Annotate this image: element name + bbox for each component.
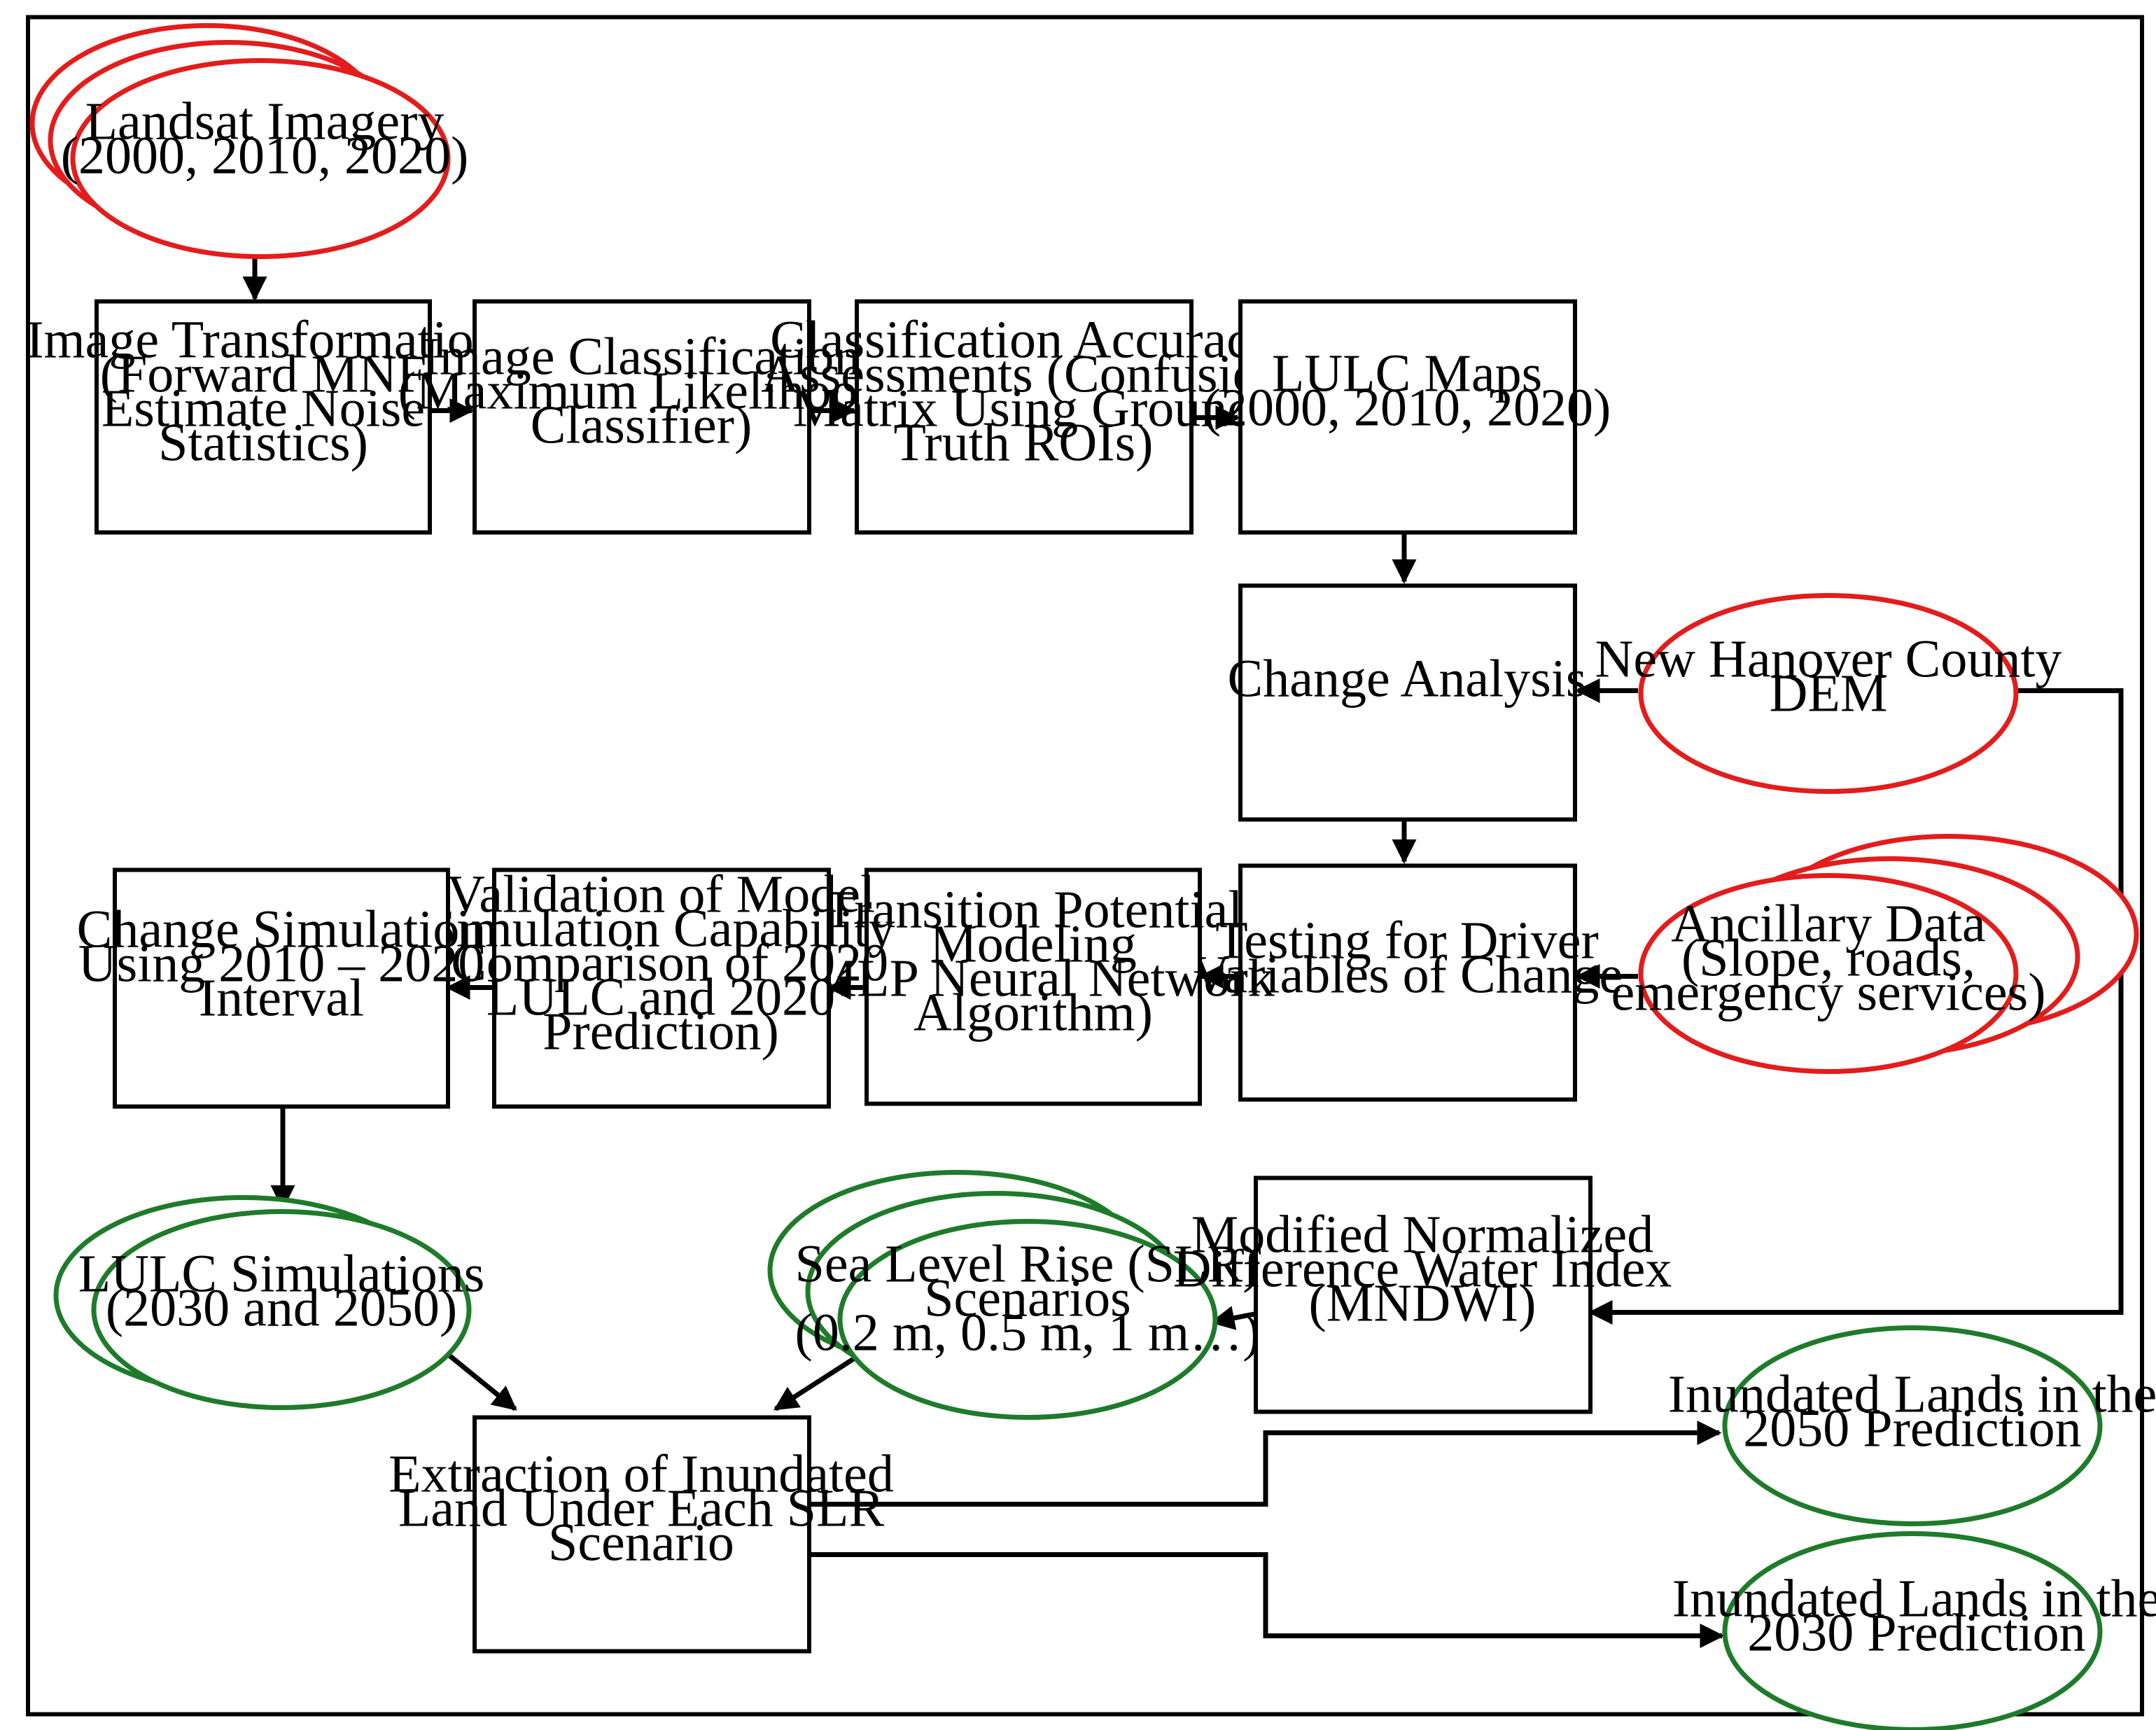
dem-line: DEM xyxy=(1770,664,1888,723)
dem-line: New Hanover County xyxy=(1595,630,2062,689)
image-classification-line: Classifier) xyxy=(531,396,752,455)
accuracy-assessment-line: Matrix Using Ground xyxy=(793,379,1254,438)
image-transformation-line: (Forward MNF xyxy=(100,345,427,404)
change-simulation-line: Interval xyxy=(199,969,364,1028)
validation-line: Prediction) xyxy=(542,1003,779,1061)
ancillary-line: Ancillary Data xyxy=(1671,895,1985,954)
image-classification-line: (Maximum Likelihood xyxy=(398,362,884,421)
image-transformation-line: Statistics) xyxy=(158,414,368,473)
landsat-line: (2000, 2010, 2020) xyxy=(61,127,469,186)
lulc-maps-line: LULC Maps xyxy=(1272,344,1542,403)
mndwi-line: Difference Water Index xyxy=(1173,1240,1672,1299)
mndwi-line: (MNDWI) xyxy=(1308,1274,1536,1333)
ancillary-line: (Slope, roads, xyxy=(1681,929,1975,988)
arrow-dem-to-mndwi xyxy=(1588,688,2124,1325)
arrow-extraction-to-inundated-2050 xyxy=(809,1421,1722,1507)
slr-scenarios-line: Sea Level Rise (SLR) xyxy=(795,1235,1261,1294)
change-simulation-line: Change Simulation xyxy=(77,900,486,959)
ancillary-data-label: Ancillary Data(Slope, roads,emergency se… xyxy=(1611,895,2045,1022)
slr-scenarios-stack: Sea Level Rise (SLR)Scenarios(0.2 m, 0.5… xyxy=(767,1170,1261,1420)
transition-modeling-line: Modeling xyxy=(930,915,1137,974)
extraction-line: Land Under Each SLR xyxy=(398,1479,885,1538)
slr-scenarios-line: (0.2 m, 0.5 m, 1 m…) xyxy=(795,1304,1261,1362)
validation-line: LULC and 2020 xyxy=(486,968,835,1027)
change-analysis-line: Change Analysis xyxy=(1228,650,1587,709)
lulc-maps-label: LULC Maps(2000, 2010, 2020) xyxy=(1203,344,1611,438)
diagram-frame xyxy=(26,15,2144,1717)
transition-modeling-line: Transition Potential xyxy=(824,881,1243,940)
validation-line: Simulation Capability xyxy=(426,900,895,958)
ancillary-data-stack: Ancillary Data(Slope, roads,emergency se… xyxy=(1611,834,2139,1074)
mndwi-line: Modified Normalized xyxy=(1191,1206,1654,1264)
extraction-line: Scenario xyxy=(548,1514,734,1572)
lulc-simulations-line: LULC Simulations xyxy=(78,1245,485,1304)
extraction-line: Extraction of Inundated xyxy=(388,1445,894,1504)
image-transformation-line: Image Transformation xyxy=(26,311,500,370)
ancillary-line: emergency services) xyxy=(1611,963,2045,1022)
inundated-2050-line: Inundated Lands in the xyxy=(1668,1365,2156,1424)
lulc-simulations-line: (2030 and 2050) xyxy=(106,1279,457,1338)
arrow-extraction-to-inundated-2030 xyxy=(809,1552,1725,1648)
arrow-mndwi-to-slr xyxy=(1210,1306,1256,1330)
transition-modeling-line: Algorithm) xyxy=(913,984,1153,1042)
lulc-simulations-stack: LULC Simulations(2030 and 2050) xyxy=(53,1195,485,1410)
accuracy-assessment-line: Assessments (Confusion xyxy=(761,345,1285,404)
transition-modeling-line: (MLP Neural Network xyxy=(792,949,1274,1008)
landsat-imagery-label: Landsat Imagery(2000, 2010, 2020) xyxy=(61,92,469,186)
arrow-lulc-simulations-to-extraction xyxy=(446,1352,517,1411)
accuracy-assessment-line: Truth ROIs) xyxy=(894,414,1154,473)
change-analysis-label: Change Analysis xyxy=(1228,650,1587,709)
validation-line: Validation of Model xyxy=(447,865,875,924)
slr-scenarios-line: Scenarios xyxy=(924,1269,1130,1328)
arrow-slr-to-extraction xyxy=(774,1356,855,1411)
landsat-imagery-stack: Landsat Imagery(2000, 2010, 2020) xyxy=(29,23,469,259)
landsat-line: Landsat Imagery xyxy=(85,92,444,151)
change-simulation-line: Using 2010 – 2020 xyxy=(78,935,485,993)
change-analysis-box: Change Analysis xyxy=(1228,583,1587,822)
connectors xyxy=(242,256,2124,1648)
image-classification-line: Image Classification xyxy=(422,328,861,386)
validation-line: (Comparison of 2020 xyxy=(433,934,888,993)
inundated-2050-line: 2050 Prediction xyxy=(1743,1400,2081,1458)
accuracy-assessment-line: Classification Accuracy xyxy=(770,311,1277,370)
image-transformation-line: Estimate Noise xyxy=(102,379,425,438)
lulc-maps-box: LULC Maps(2000, 2010, 2020) xyxy=(1203,299,1611,535)
lulc-simulations-label: LULC Simulations(2030 and 2050) xyxy=(78,1245,485,1338)
driver-variables-line: Testing for Driver xyxy=(1215,912,1599,970)
driver-variables-line: Variables of Change xyxy=(1191,946,1623,1005)
lulc-maps-line: (2000, 2010, 2020) xyxy=(1203,379,1611,438)
inundated-2030-line: Inundated Lands in the xyxy=(1672,1570,2156,1628)
inundated-2030-line: 2030 Prediction xyxy=(1747,1604,2085,1663)
slr-scenarios-label: Sea Level Rise (SLR)Scenarios(0.2 m, 0.5… xyxy=(795,1235,1261,1362)
